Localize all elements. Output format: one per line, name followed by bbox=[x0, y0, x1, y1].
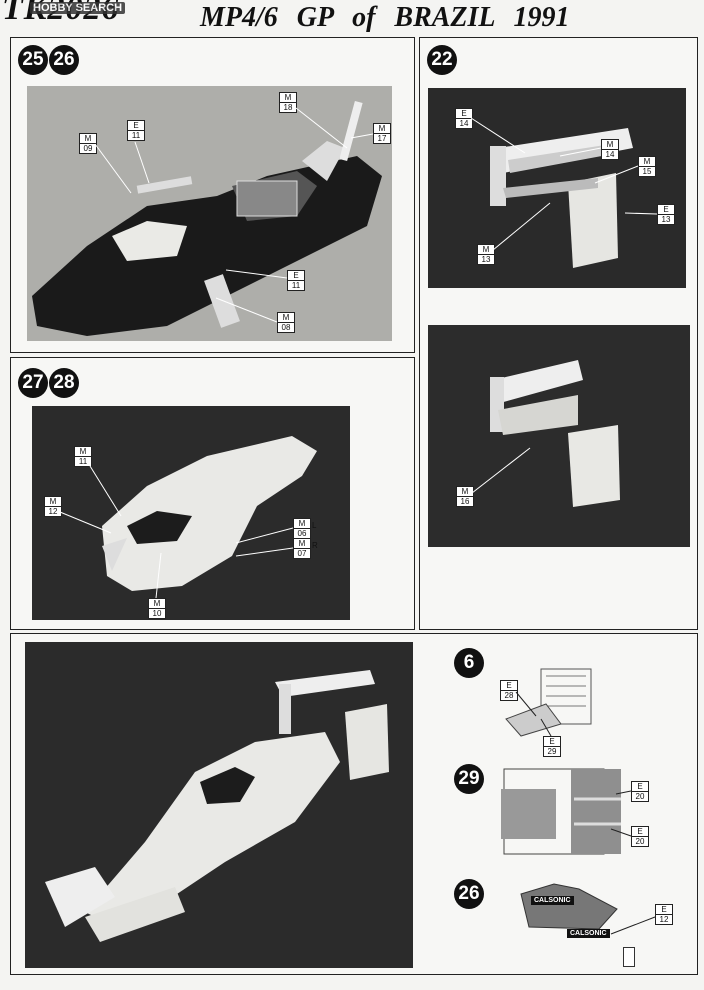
engine-undertray-icon bbox=[505, 668, 592, 737]
side-label-right: R bbox=[312, 541, 318, 550]
step6-engine-sketch bbox=[501, 664, 596, 739]
floor-decal-diagram bbox=[501, 768, 621, 855]
step-badge-6: 6 bbox=[454, 648, 484, 678]
watermark-logo: HOBBY SEARCH bbox=[30, 2, 126, 14]
full-body-photo bbox=[25, 642, 413, 968]
chassis-illustration bbox=[27, 86, 392, 341]
rear-wing-illustration-bottom bbox=[428, 325, 690, 547]
page-title: MP4/6 GP of BRAZIL 1991 bbox=[200, 2, 570, 33]
chassis-photo bbox=[27, 86, 392, 341]
step-badge-22: 22 bbox=[427, 45, 457, 75]
sidepod-decal-shape bbox=[520, 883, 618, 930]
monocoque-illustration bbox=[32, 406, 350, 620]
full-body-illustration bbox=[25, 642, 413, 968]
side-label-left: L bbox=[312, 521, 317, 530]
step29-floor-diagram bbox=[496, 764, 641, 859]
step-badge-27: 27 bbox=[18, 368, 48, 398]
monocoque-photo bbox=[32, 406, 350, 620]
decal-calsonic-1: CALSONIC bbox=[531, 896, 574, 905]
step-badge-26: 26 bbox=[49, 45, 79, 75]
decal-setter-icon bbox=[623, 947, 635, 967]
step-badge-29: 29 bbox=[454, 764, 484, 794]
step-badge-26-decal: 26 bbox=[454, 879, 484, 909]
step-badge-28: 28 bbox=[49, 368, 79, 398]
page-header: TK2026 HOBBY SEARCH MP4/6 GP of BRAZIL 1… bbox=[0, 0, 704, 38]
step-badge-25: 25 bbox=[18, 45, 48, 75]
step26-decal-sketch bbox=[519, 879, 619, 934]
rear-wing-photo-bottom bbox=[428, 325, 690, 547]
decal-calsonic-2: CALSONIC bbox=[567, 929, 610, 938]
